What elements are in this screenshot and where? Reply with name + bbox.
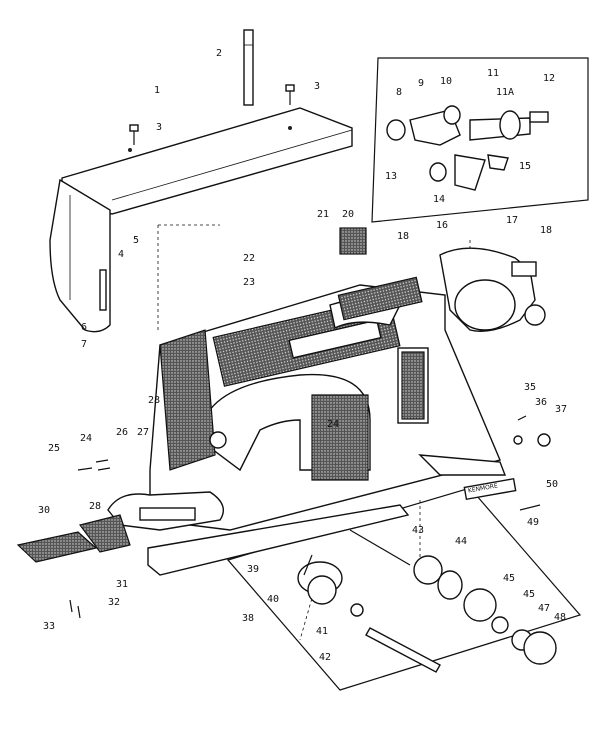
label-22a: 22 [243,253,256,264]
label-18b: 18 [540,225,553,236]
label-11: 11 [487,68,500,79]
label-13: 13 [385,171,398,182]
label-21: 21 [317,209,330,220]
label-25: 25 [48,443,61,454]
label-3a: 3 [156,122,163,133]
label-18a: 18 [397,231,410,242]
label-11a: 11A [496,87,515,98]
label-45a: 45 [503,573,516,584]
slide-plates-30-31 [16,514,131,563]
label-10: 10 [440,76,453,87]
label-40: 40 [267,594,280,605]
slide-plate [107,491,410,576]
label-27: 27 [137,427,150,438]
label-16: 16 [436,220,449,231]
screw-part-3a [129,124,139,145]
base-plate-part-50 [418,454,517,501]
end-cover [49,178,111,333]
label-41: 41 [316,626,329,637]
label-33: 33 [43,621,56,632]
machine-bed [149,276,501,531]
label-30: 30 [38,505,51,516]
label-48: 48 [554,612,567,623]
label-15: 15 [519,161,532,172]
label-49: 49 [527,517,540,528]
screw-part-3b [285,84,295,105]
label-14: 14 [433,194,446,205]
label-28b: 28 [89,501,102,512]
inset-parts-8-15 [386,105,549,191]
label-50: 50 [546,479,559,490]
label-36: 36 [535,397,548,408]
label-35: 35 [524,382,537,393]
label-47: 47 [538,603,551,614]
spool-pin-part-2 [243,29,254,106]
label-5: 5 [133,235,140,246]
label-23: 23 [243,277,256,288]
inset-box-upper [371,57,589,223]
plate-part-20 [339,227,367,255]
label-42: 42 [319,652,332,663]
label-44: 44 [455,536,468,547]
label-28a: 28 [148,395,161,406]
label-8: 8 [396,87,403,98]
label-24a: 24 [327,419,340,430]
label-12: 12 [543,73,556,84]
label-38: 38 [242,613,255,624]
label-17: 17 [506,215,519,226]
label-31: 31 [116,579,129,590]
motor-part-17 [439,247,546,332]
label-37: 37 [555,404,568,415]
label-39: 39 [247,564,260,575]
label-24b: 24 [80,433,93,444]
label-43: 43 [412,525,425,536]
inset-parts-38-48 [297,529,557,673]
label-45b: 45 [523,589,536,600]
label-20: 20 [342,209,355,220]
label-4: 4 [118,249,125,260]
small-screws [69,415,551,619]
label-26: 26 [116,427,129,438]
label-3b: 3 [314,81,321,92]
label-9: 9 [418,78,425,89]
label-1: 1 [154,85,161,96]
label-2: 2 [216,48,223,59]
label-32: 32 [108,597,121,608]
top-cover-part-1 [61,107,353,215]
label-7: 7 [81,339,88,350]
label-6: 6 [81,322,88,333]
